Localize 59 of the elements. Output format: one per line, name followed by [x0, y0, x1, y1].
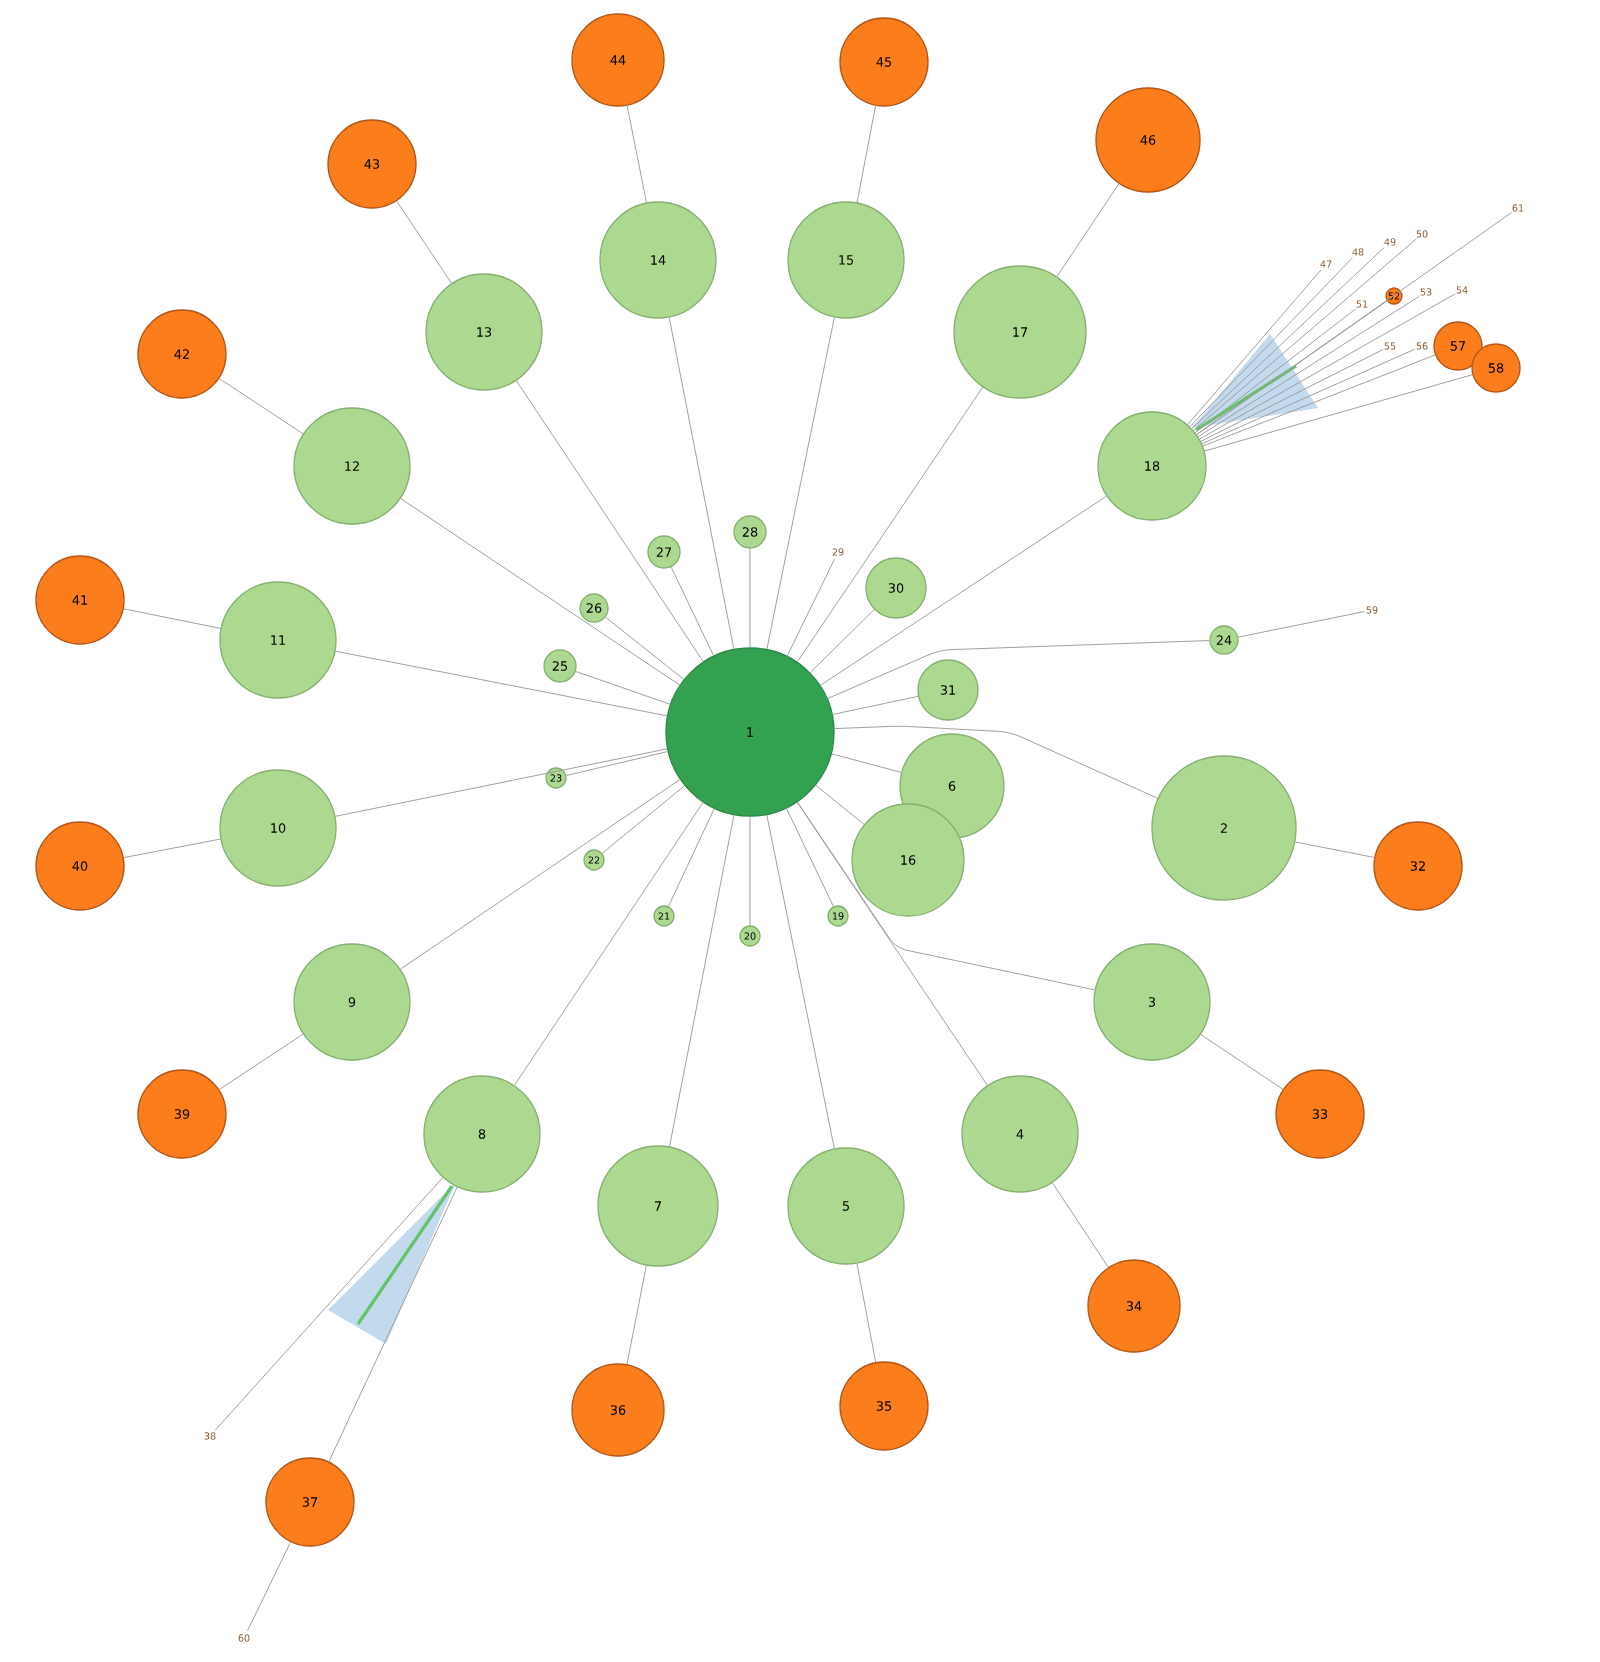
edge-line	[786, 807, 834, 907]
edge-line	[1187, 269, 1322, 426]
edge-line	[335, 748, 668, 817]
edge-line	[1199, 293, 1456, 440]
edge-line	[1193, 238, 1417, 431]
edge-line	[328, 1186, 458, 1462]
edge-line	[565, 751, 669, 776]
edge-line	[809, 609, 875, 674]
edge-line	[400, 779, 681, 970]
edge-line	[601, 785, 686, 854]
edge-line	[1194, 308, 1357, 434]
edge-line	[1056, 183, 1120, 277]
edge-line	[214, 1177, 444, 1431]
edge-line	[575, 671, 671, 705]
edge-line	[1201, 348, 1416, 445]
edge-line	[815, 784, 865, 825]
edge-line	[123, 838, 221, 859]
edge-line	[1196, 212, 1512, 435]
edge-line	[1294, 841, 1375, 858]
edge-line	[396, 200, 452, 284]
edge-line	[626, 105, 647, 203]
edge-line	[749, 548, 751, 648]
edge-line	[670, 566, 714, 657]
edge-line	[832, 695, 919, 715]
edge-line	[1237, 611, 1365, 638]
edge-line	[605, 616, 685, 680]
edge-line	[796, 801, 1096, 991]
edge-line	[514, 802, 704, 1086]
edge-line	[796, 801, 988, 1086]
edge-line	[856, 1263, 877, 1363]
edge-line	[1200, 349, 1384, 442]
edge-line	[123, 608, 221, 629]
edge-line	[218, 378, 304, 435]
edge-line	[1051, 1182, 1109, 1268]
edge-line	[766, 317, 835, 650]
edge-line	[834, 725, 1159, 799]
edge-line	[856, 105, 877, 203]
edge-line	[1189, 257, 1353, 428]
edge-line	[749, 816, 751, 926]
edge-line	[626, 1265, 647, 1365]
edge-line	[831, 753, 902, 773]
edge-line	[1202, 354, 1436, 447]
edge-line	[247, 1541, 291, 1632]
edge-line	[766, 814, 835, 1149]
edge-line	[827, 640, 1210, 699]
edge-line	[1200, 1034, 1284, 1090]
edge-line	[1197, 295, 1420, 438]
edge-line	[796, 386, 984, 663]
edge-line	[335, 650, 668, 717]
edge-line	[1191, 247, 1385, 429]
edge-line	[820, 495, 1107, 686]
edge-line	[786, 558, 835, 657]
edge-line	[516, 380, 704, 662]
edge-line	[668, 808, 715, 907]
edge-line	[669, 814, 735, 1147]
edge-line	[1204, 374, 1473, 452]
edge-line	[218, 1033, 304, 1090]
edge-line	[400, 498, 681, 686]
edge-line	[668, 317, 735, 650]
